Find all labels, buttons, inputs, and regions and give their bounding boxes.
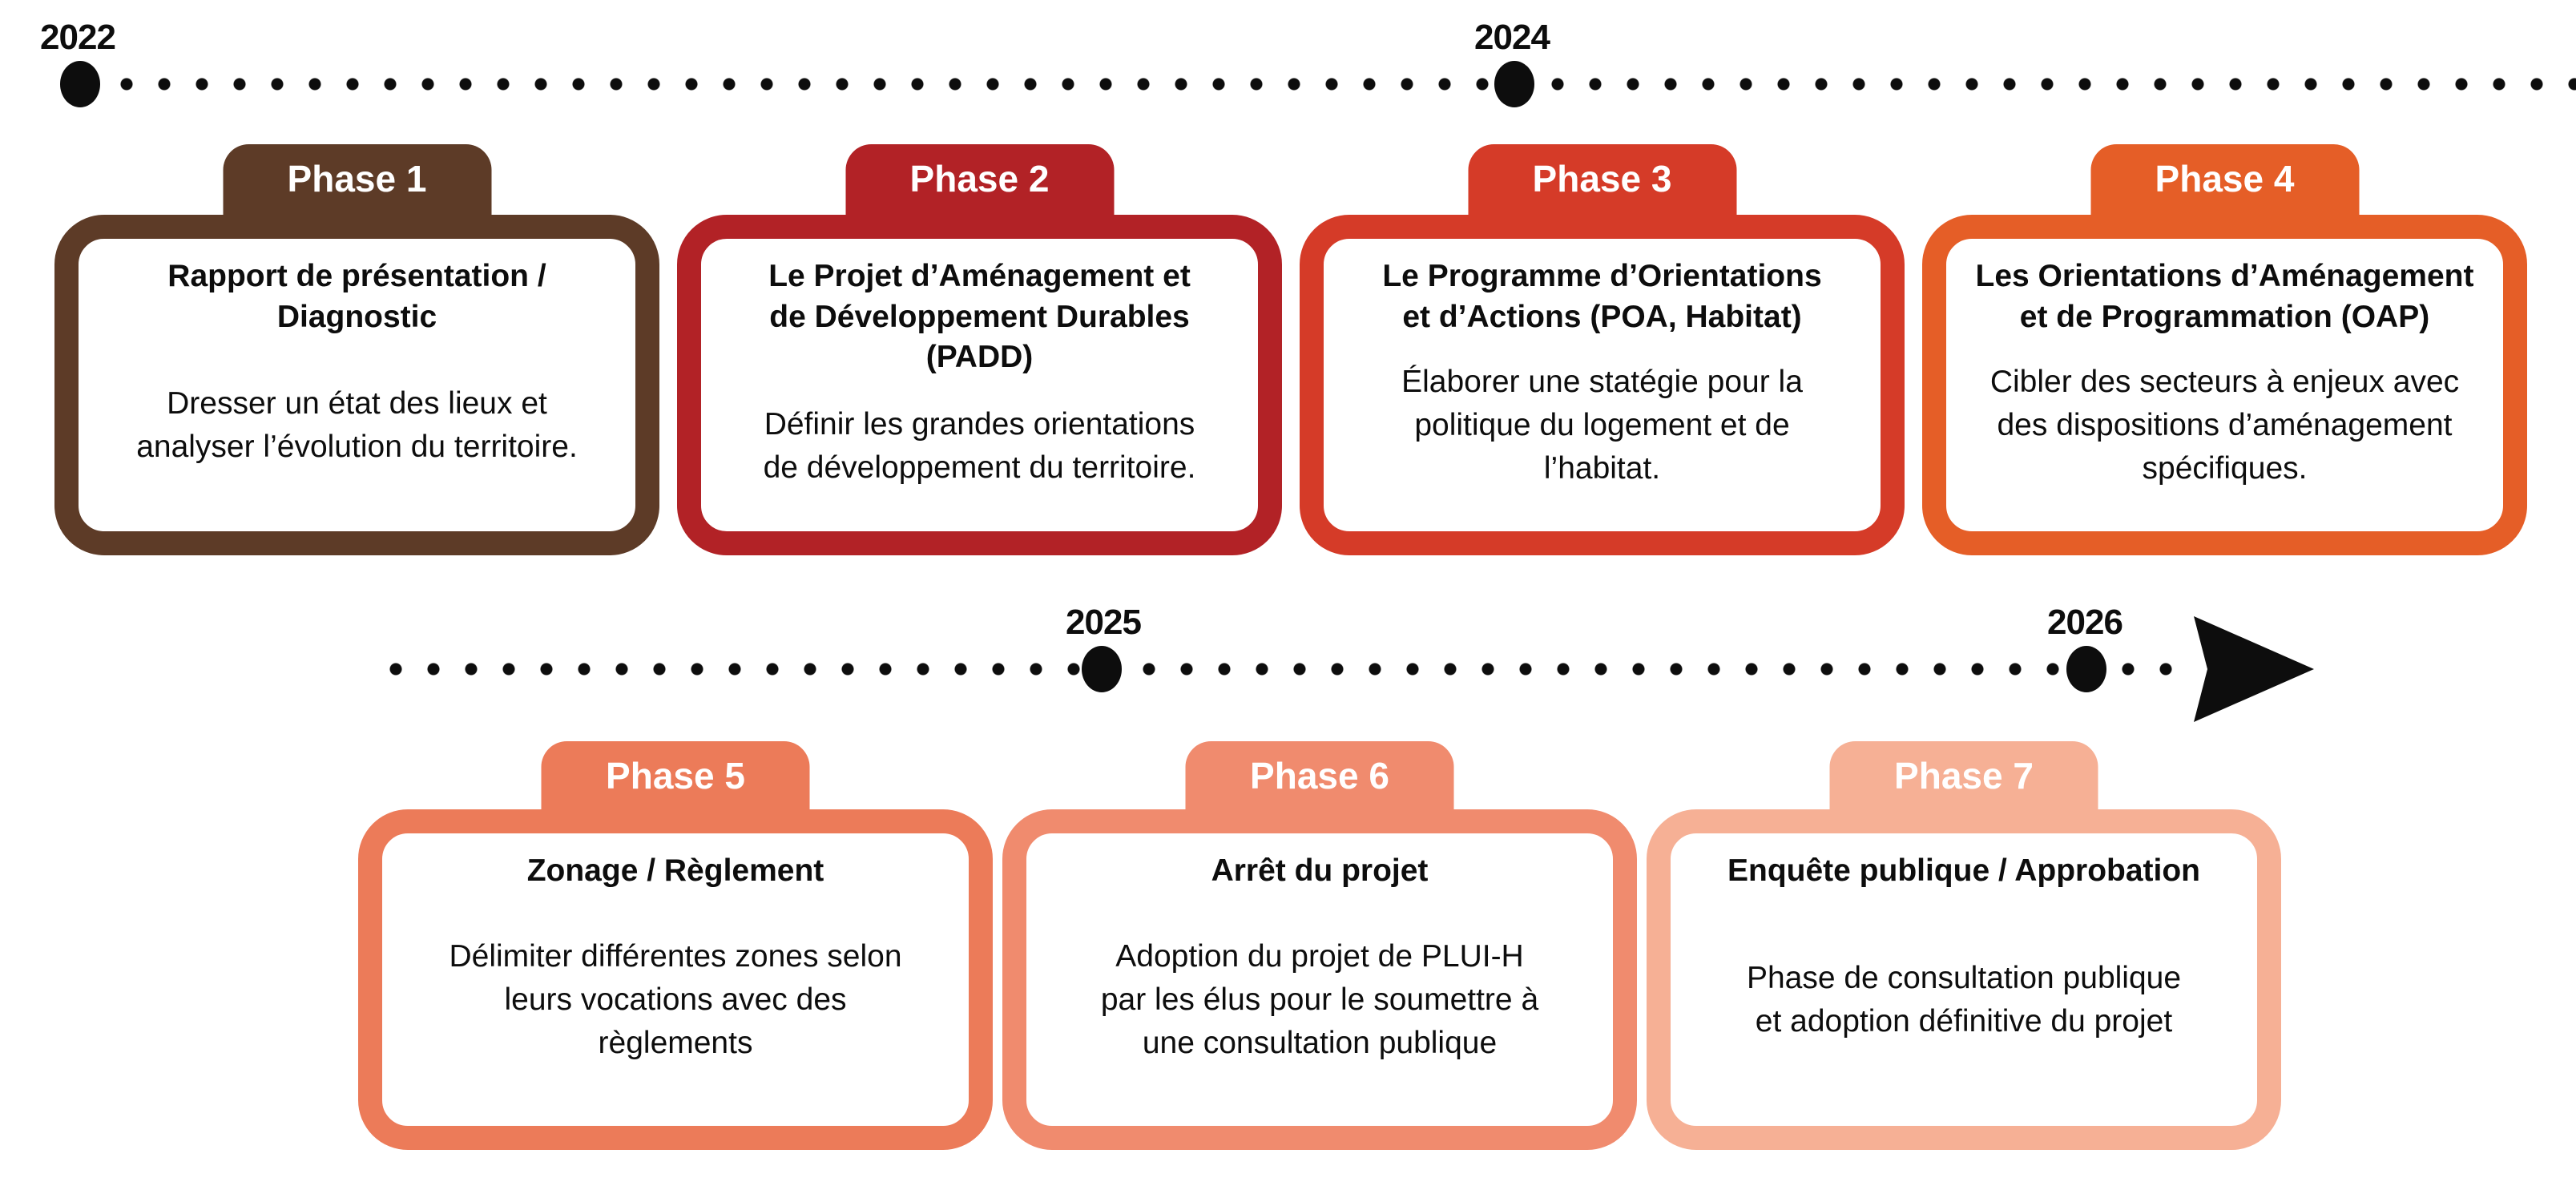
phase-3-block: Phase 3 Le Programme d’Orientations et d… bbox=[1300, 144, 1905, 555]
phase-4-title: Les Orientations d’Aménagement et de Pro… bbox=[1975, 259, 2474, 334]
phase-6-block: Phase 6 Arrêt du projet Adoption du proj… bbox=[1002, 741, 1637, 1152]
year-dot-2022 bbox=[60, 61, 100, 107]
phase-6-card: Arrêt du projet Adoption du projet de PL… bbox=[1002, 809, 1637, 1150]
phase-1-description: Dresser un état des lieux et analyser l’… bbox=[136, 386, 578, 465]
phase-6-title: Arrêt du projet bbox=[1211, 853, 1429, 888]
phase-1-title: Rapport de présentation / Diagnostic bbox=[167, 259, 546, 334]
phase-5-description: Délimiter différentes zones selon leurs … bbox=[449, 939, 902, 1060]
year-label-2022: 2022 bbox=[40, 18, 116, 57]
bottom-dotted-line bbox=[389, 663, 2192, 676]
year-dot-2025 bbox=[1082, 646, 1122, 692]
phase-2-title: Le Projet d’Aménagement et de Développem… bbox=[768, 259, 1191, 375]
phase-5-card: Zonage / Règlement Délimiter différentes… bbox=[358, 809, 993, 1150]
year-dot-2026 bbox=[2066, 646, 2106, 692]
phase-7-block: Phase 7 Enquête publique / Approbation P… bbox=[1647, 741, 2281, 1152]
phase-4-card: Les Orientations d’Aménagement et de Pro… bbox=[1922, 215, 2527, 555]
phase-7-label: Phase 7 bbox=[1894, 755, 2034, 797]
phase-7-card: Enquête publique / Approbation Phase de … bbox=[1647, 809, 2281, 1150]
phase-3-label: Phase 3 bbox=[1532, 158, 1672, 200]
phase-7-title: Enquête publique / Approbation bbox=[1727, 853, 2200, 888]
phase-5-block: Phase 5 Zonage / Règlement Délimiter dif… bbox=[358, 741, 993, 1152]
phase-1-label: Phase 1 bbox=[287, 158, 427, 200]
year-label-2026: 2026 bbox=[2047, 603, 2123, 642]
phase-4-description: Cibler des secteurs à enjeux avec des di… bbox=[1989, 365, 2460, 486]
phase-2-block: Phase 2 Le Projet d’Aménagement et de Dé… bbox=[677, 144, 1282, 555]
phase-3-description: Élaborer une statégie pour la politique … bbox=[1401, 365, 1803, 486]
phase-2-card: Le Projet d’Aménagement et de Développem… bbox=[677, 215, 1282, 555]
phase-1-card: Rapport de présentation / Diagnostic Dre… bbox=[54, 215, 659, 555]
year-label-2024: 2024 bbox=[1474, 18, 1550, 57]
phase-6-label: Phase 6 bbox=[1250, 755, 1389, 797]
phase-7-description: Phase de consultation publique et adopti… bbox=[1746, 961, 2182, 1039]
phase-2-label: Phase 2 bbox=[909, 158, 1050, 200]
phase-6-description: Adoption du projet de PLUI-H par les élu… bbox=[1100, 939, 1539, 1060]
phase-4-label: Phase 4 bbox=[2155, 158, 2295, 200]
phase-2-description: Définir les grandes orientations de déve… bbox=[763, 406, 1196, 485]
year-dot-2024 bbox=[1494, 61, 1534, 107]
phase-3-card: Le Programme d’Orientations et d’Actions… bbox=[1300, 215, 1905, 555]
phase-5-label: Phase 5 bbox=[606, 755, 745, 797]
timeline-arrow-icon bbox=[2194, 616, 2314, 722]
phase-4-block: Phase 4 Les Orientations d’Aménagement e… bbox=[1922, 144, 2527, 555]
top-dotted-line bbox=[120, 78, 2576, 91]
phase-1-block: Phase 1 Rapport de présentation / Diagno… bbox=[54, 144, 659, 555]
phase-3-title: Le Programme d’Orientations et d’Actions… bbox=[1382, 259, 1822, 334]
year-label-2025: 2025 bbox=[1066, 603, 1142, 642]
phase-5-title: Zonage / Règlement bbox=[526, 853, 824, 888]
